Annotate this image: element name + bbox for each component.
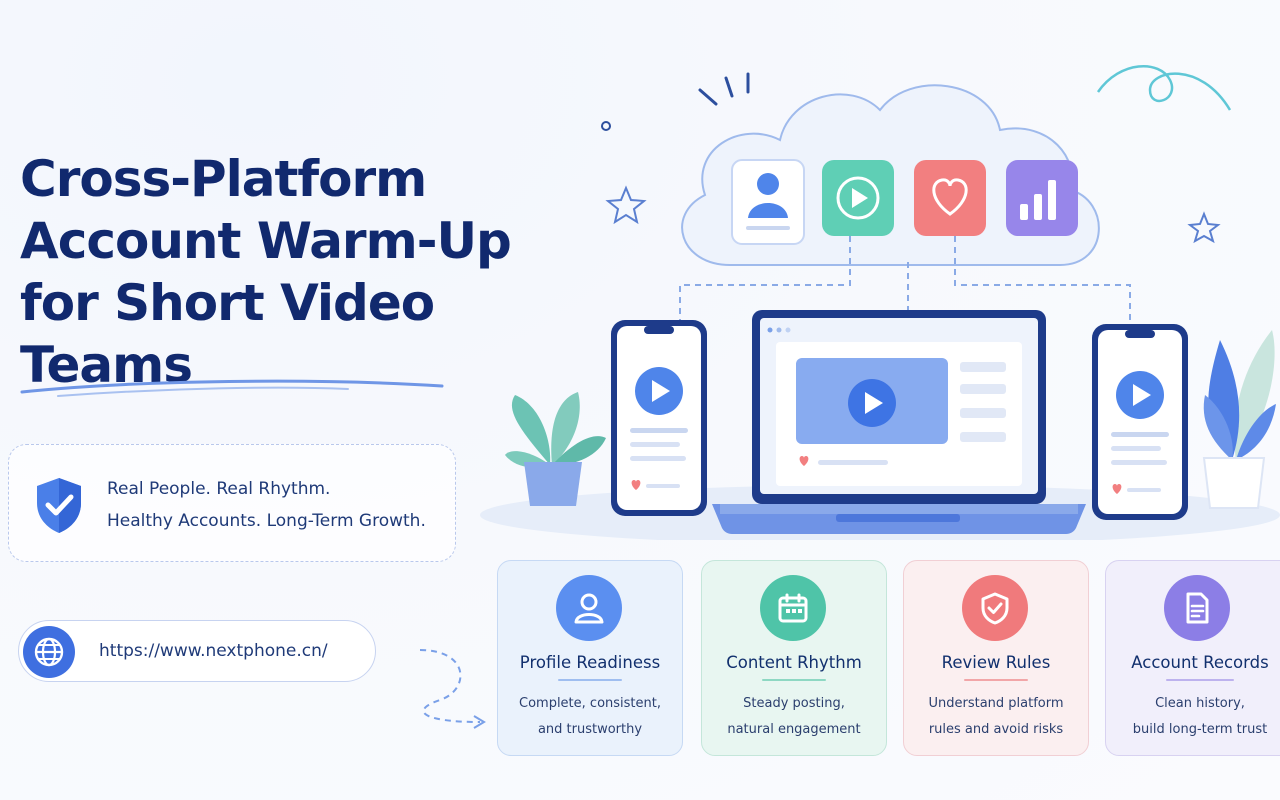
hero-title-line1: Cross-Platform	[20, 150, 427, 208]
title-underline	[20, 379, 444, 397]
card-profile-readiness: Profile Readiness Complete, consistent, …	[497, 560, 683, 756]
user-icon	[556, 575, 622, 641]
shield-check-icon	[962, 575, 1028, 641]
devices-illustration	[480, 65, 1280, 540]
tagline-card: Real People. Real Rhythm. Healthy Accoun…	[8, 444, 456, 562]
calendar-icon	[760, 575, 826, 641]
card-description: Complete, consistent, and trustworthy	[506, 691, 674, 743]
card-title: Review Rules	[941, 653, 1051, 672]
laptop	[712, 310, 1086, 534]
card-title: Content Rhythm	[726, 653, 862, 672]
left-plant	[505, 392, 606, 506]
card-divider	[964, 679, 1028, 681]
bar-chart-tile	[1006, 160, 1078, 236]
website-url[interactable]: https://www.nextphone.cn/	[99, 641, 328, 661]
website-link[interactable]: https://www.nextphone.cn/	[18, 620, 376, 682]
tagline-line1: Real People. Real Rhythm.	[107, 479, 331, 499]
heart-tile	[914, 160, 986, 236]
shield-check-icon	[37, 478, 81, 533]
card-desc-line2: rules and avoid risks	[928, 722, 1064, 737]
play-tile	[822, 160, 894, 236]
right-plant	[1202, 330, 1276, 509]
right-phone	[1092, 324, 1188, 520]
card-desc-line1: Understand platform	[928, 696, 1064, 711]
card-review-rules: Review Rules Understand platform rules a…	[903, 560, 1089, 756]
card-desc-line2: build long-term trust	[1132, 722, 1268, 737]
card-title: Account Records	[1131, 653, 1269, 672]
card-divider	[762, 679, 826, 681]
card-desc-line2: and trustworthy	[537, 722, 643, 737]
card-divider	[558, 679, 622, 681]
card-account-records: Account Records Clean history, build lon…	[1105, 560, 1280, 756]
hero-title: Cross-Platform Account Warm-Up for Short…	[20, 148, 620, 396]
tagline-line2: Healthy Accounts. Long-Term Growth.	[107, 511, 426, 531]
card-divider	[1166, 679, 1234, 681]
card-desc-line1: Steady posting,	[743, 696, 845, 711]
card-desc-line1: Complete, consistent,	[519, 696, 661, 711]
hero-title-line2: Account Warm-Up	[20, 212, 512, 270]
user-profile-tile	[731, 159, 805, 245]
card-description: Clean history, build long-term trust	[1114, 691, 1280, 743]
card-description: Understand platform rules and avoid risk…	[912, 691, 1080, 743]
card-title: Profile Readiness	[519, 653, 661, 672]
left-phone	[611, 320, 707, 516]
document-icon	[1164, 575, 1230, 641]
card-description: Steady posting, natural engagement	[710, 691, 878, 743]
dashed-arrow	[419, 649, 486, 729]
globe-icon	[23, 626, 75, 678]
card-desc-line1: Clean history,	[1155, 696, 1245, 711]
card-desc-line2: natural engagement	[727, 722, 861, 737]
card-content-rhythm: Content Rhythm Steady posting, natural e…	[701, 560, 887, 756]
